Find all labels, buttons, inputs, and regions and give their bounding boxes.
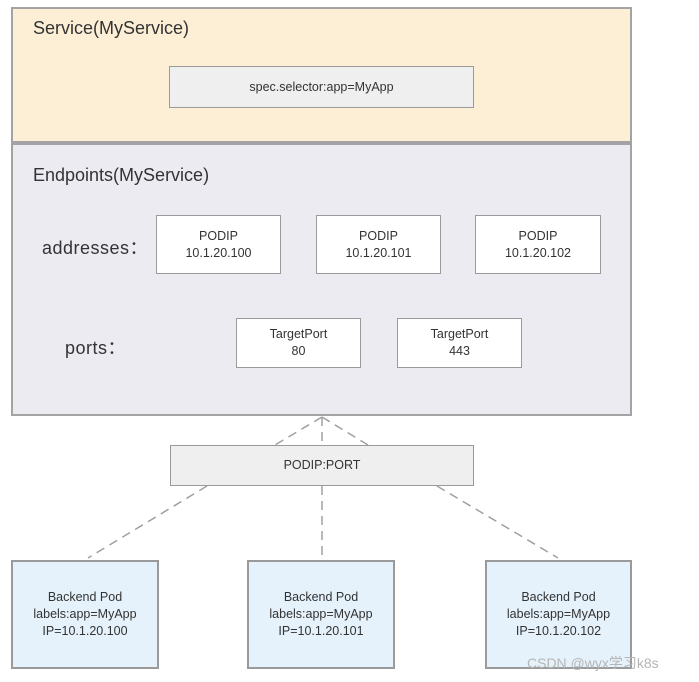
- ports-label: ports：: [65, 338, 127, 358]
- address-title: PODIP: [359, 228, 398, 243]
- connector-line: [87, 485, 208, 559]
- pod-name: Backend Pod: [283, 590, 359, 604]
- port-title: TargetPort: [269, 327, 328, 341]
- service-title: Service(MyService): [33, 18, 190, 38]
- port-box: TargetPort 443: [397, 318, 522, 368]
- pod-name: Backend Pod: [47, 590, 123, 604]
- pod-ip: IP=10.1.20.102: [515, 624, 602, 638]
- selector-text: spec.selector:app=MyApp: [249, 79, 394, 94]
- podip-port-box: PODIP:PORT: [170, 445, 474, 486]
- service-panel: Service(MyService) spec.selector:app=MyA…: [11, 7, 632, 143]
- pod-labels: labels:app=MyApp: [269, 607, 373, 621]
- address-box: PODIP 10.1.20.100: [156, 215, 281, 274]
- selector-box: spec.selector:app=MyApp: [169, 66, 474, 108]
- pod-ip: IP=10.1.20.100: [42, 624, 128, 638]
- pod-ip: IP=10.1.20.101: [278, 624, 364, 638]
- port-value: 80: [291, 344, 306, 358]
- port-box: TargetPort 80: [236, 318, 361, 368]
- pod-labels: labels:app=MyApp: [33, 607, 137, 621]
- connector-line: [436, 485, 559, 559]
- address-ip: 10.1.20.101: [345, 245, 412, 260]
- podip-port-text: PODIP:PORT: [283, 458, 361, 472]
- backend-pod: Backend Pod labels:app=MyApp IP=10.1.20.…: [247, 560, 395, 669]
- address-box: PODIP 10.1.20.102: [475, 215, 601, 274]
- endpoints-panel: Endpoints(MyService) addresses： ports： P…: [11, 143, 632, 416]
- addresses-label: addresses：: [42, 238, 149, 258]
- address-title: PODIP: [518, 228, 558, 243]
- address-box: PODIP 10.1.20.101: [316, 215, 441, 274]
- endpoints-title: Endpoints(MyService): [33, 165, 210, 185]
- address-title: PODIP: [199, 228, 238, 243]
- address-ip: 10.1.20.102: [504, 245, 572, 260]
- pod-name: Backend Pod: [521, 590, 596, 604]
- backend-pod: Backend Pod labels:app=MyApp IP=10.1.20.…: [485, 560, 632, 669]
- backend-pod: Backend Pod labels:app=MyApp IP=10.1.20.…: [11, 560, 159, 669]
- watermark: CSDN @wyx学习k8s: [527, 655, 659, 671]
- connector-line: [274, 416, 323, 446]
- pod-labels: labels:app=MyApp: [506, 607, 611, 621]
- port-value: 443: [449, 344, 470, 358]
- port-title: TargetPort: [430, 327, 489, 341]
- address-ip: 10.1.20.100: [185, 245, 252, 260]
- connector-line: [321, 416, 369, 446]
